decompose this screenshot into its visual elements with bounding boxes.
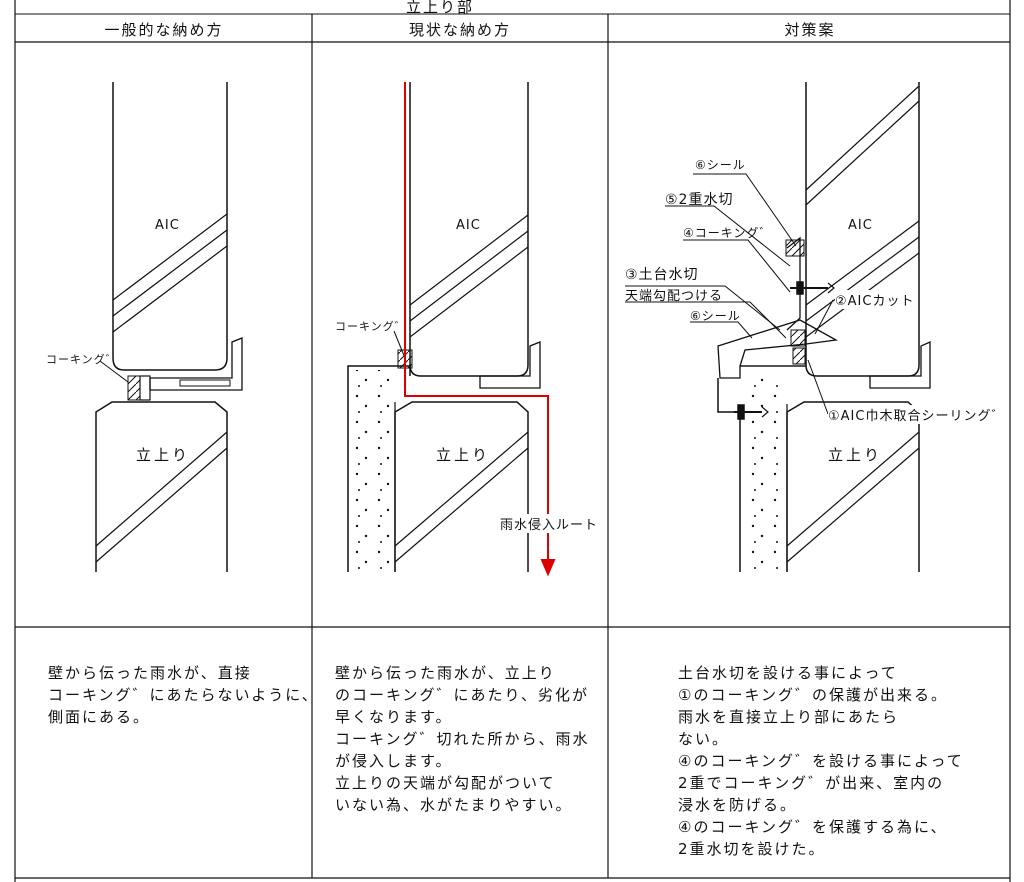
- caulking-4-label: ④コーキング゛: [683, 226, 773, 240]
- rainwater-route-line: [404, 82, 556, 577]
- table-frame: [14, 0, 1011, 882]
- caulking-label-2: コーキング゛: [335, 320, 407, 333]
- aic-wall-panel-1: [112, 82, 228, 371]
- note-line: 立上りの天端が勾配がついて: [335, 774, 556, 792]
- note-line: ④のコーキング゛を設ける事によって: [678, 752, 964, 770]
- base-flashing-2: [479, 341, 541, 389]
- base-flashing-1: [149, 337, 243, 391]
- note-line: が侵入します。: [335, 752, 453, 770]
- note-line: 早くなります。: [335, 708, 453, 726]
- aic-label-3: AIC: [848, 218, 873, 233]
- caulking-label-1: コーキング゛: [46, 353, 118, 366]
- tachiagari-block-2: [394, 401, 529, 572]
- note-line: ない。: [678, 730, 730, 748]
- note-proposal: 土台水切を設ける事によって ①のコーキング゛の保護が出来る。 雨水を直接立上り部…: [678, 662, 964, 860]
- note-line: いない為、水がたまりやすい。: [335, 796, 573, 814]
- caulking-leader-2: [393, 330, 406, 359]
- tachiagari-label-1: 立上り: [136, 446, 191, 464]
- note-line: 壁から伝った雨水が、直接: [48, 664, 252, 682]
- tachiagari-label-2: 立上り: [436, 446, 491, 464]
- proposal-detail-drawing: [625, 82, 931, 572]
- note-line: 雨水を直接立上り部にあたら: [678, 708, 900, 726]
- screw-lower: [734, 404, 769, 420]
- note-line: 2重水切を設けた。: [678, 840, 826, 858]
- aic-wall-panel-3: [805, 82, 920, 377]
- base-flashing-3: [869, 340, 931, 389]
- double-mizukiri-5-label: ⑤2重水切: [665, 192, 734, 208]
- tachiagari-block-3: [786, 401, 920, 572]
- note-line: ①のコーキング゛の保護が出来る。: [678, 686, 948, 704]
- caulking-leader-1: [99, 360, 129, 383]
- note-line: 壁から伝った雨水が、立上り: [335, 664, 556, 682]
- note-general: 壁から伝った雨水が、直接 コーキング゛にあたらないように、 側面にある。: [48, 662, 319, 728]
- column-header-proposal: 対策案: [784, 21, 836, 39]
- dodai-mizukiri-3-label: ③土台水切: [625, 267, 699, 283]
- tenba-slope-label: 天端勾配つける: [625, 289, 724, 304]
- habaki-sealing-1-label: ①AIC巾木取合シーリング゛: [828, 405, 1006, 424]
- rainwater-route-label: 雨水侵入ルート: [500, 514, 599, 533]
- tachiagari-label-3: 立上り: [828, 446, 883, 464]
- note-line: コーキング゛にあたらないように、: [48, 686, 319, 704]
- aic-cut-2-label: ②AICカット: [835, 290, 915, 309]
- note-line: コーキング゛切れた所から、雨水: [335, 730, 590, 748]
- note-current: 壁から伝った雨水が、立上り のコーキング゛にあたり、劣化が 早くなります。 コー…: [335, 662, 590, 816]
- note-line: 浸水を防げる。: [678, 796, 798, 814]
- tachiagari-block-1: [95, 401, 228, 572]
- screw-upper: [790, 281, 835, 295]
- leader-lines-3: [625, 173, 834, 415]
- current-detail-drawing: [347, 82, 556, 577]
- section-title: 立上り部: [405, 0, 475, 16]
- caulking-joint-1: [127, 375, 151, 401]
- concrete-base-2: [347, 349, 413, 572]
- note-line: 側面にある。: [48, 708, 151, 726]
- aic-label-1: AIC: [155, 218, 180, 233]
- column-header-general: 一般的な納め方: [104, 21, 224, 39]
- note-line: 土台水切を設ける事によって: [678, 664, 898, 682]
- note-line: ④のコーキング゛を保護する為に、: [678, 818, 948, 836]
- general-detail-drawing: [95, 82, 243, 572]
- seal-6b-label: ⑥シール: [690, 309, 741, 323]
- column-header-current: 現状な納め方: [408, 21, 512, 39]
- aic-label-2: AIC: [456, 218, 481, 233]
- note-line: のコーキング゛にあたり、劣化が: [335, 686, 589, 704]
- note-line: 2重でコーキング゛が出来、室内の: [678, 774, 945, 792]
- seal-6a-label: ⑥シール: [695, 158, 746, 172]
